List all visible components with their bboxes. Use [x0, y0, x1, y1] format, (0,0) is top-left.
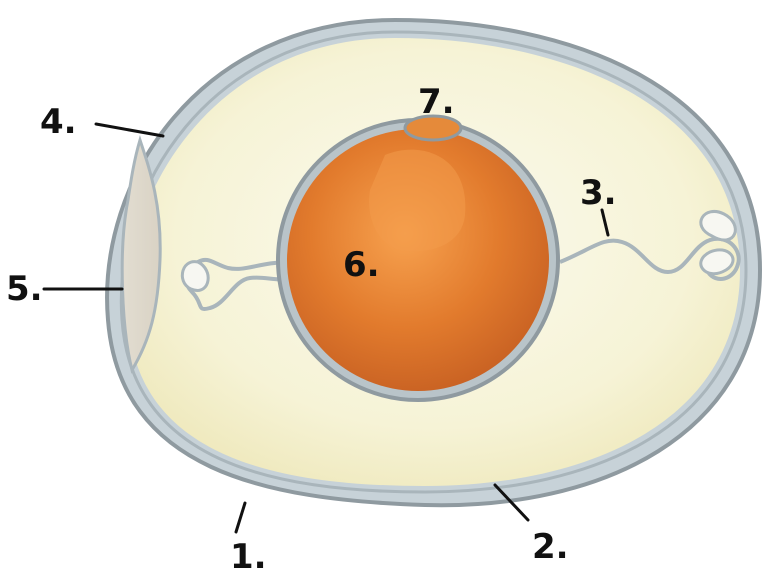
chalaza-left-coil: [182, 262, 208, 291]
label-5: 5.: [6, 272, 43, 306]
label-4: 4.: [40, 105, 77, 139]
leader-line-4: [96, 124, 163, 136]
label-3: 3.: [580, 176, 617, 210]
label-2: 2.: [532, 530, 569, 564]
label-7: 7.: [418, 85, 455, 119]
label-6: 6.: [343, 248, 380, 282]
label-1: 1.: [230, 540, 267, 574]
chalaza-right-coil-2: [701, 250, 733, 274]
leader-line-1: [236, 503, 245, 532]
